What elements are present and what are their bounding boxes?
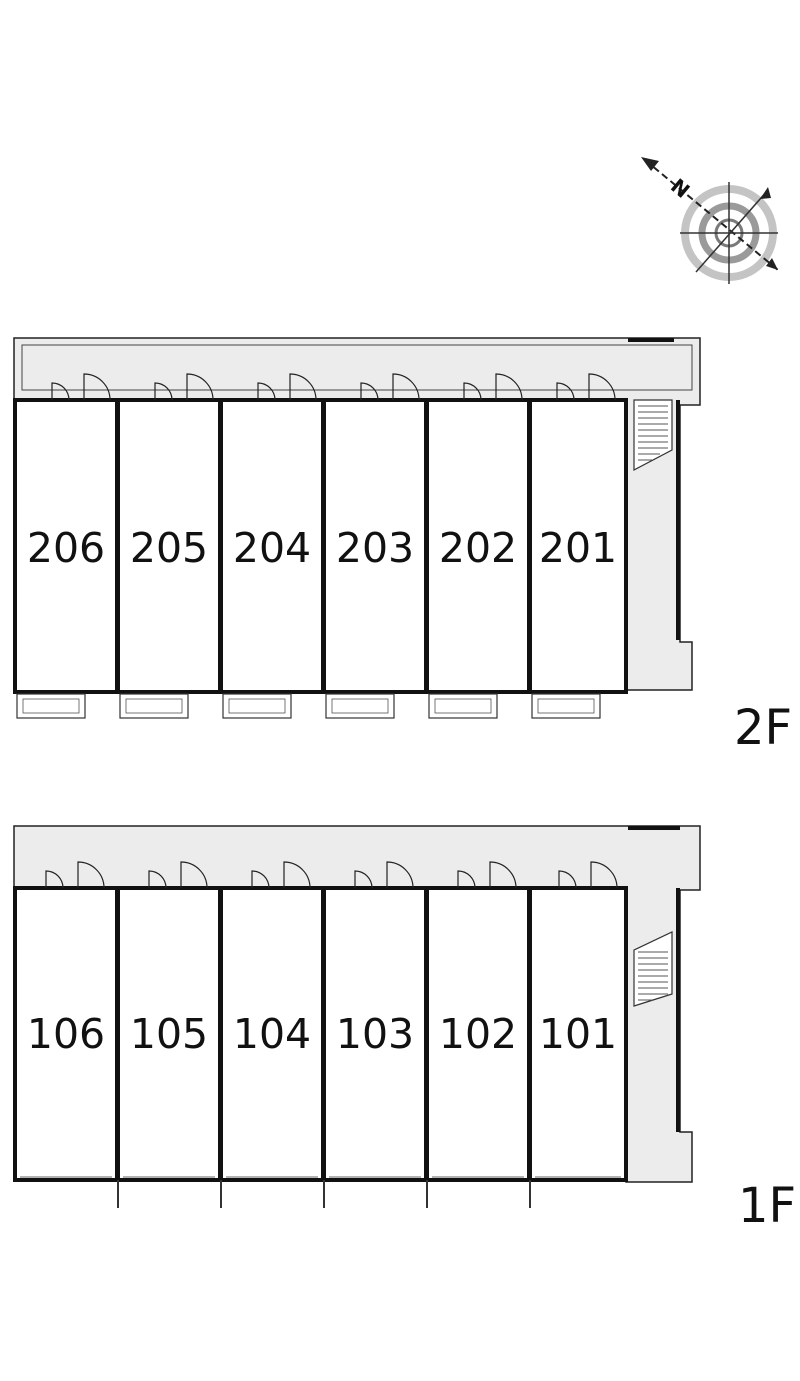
unit-103: 103 xyxy=(322,861,428,1182)
unit-201: 201 xyxy=(528,373,628,719)
room-number: 206 xyxy=(27,524,105,572)
partition-extensions xyxy=(117,1180,531,1208)
door-icon xyxy=(360,373,420,401)
door-icon xyxy=(51,373,111,401)
staircase xyxy=(633,931,673,1007)
door-icon xyxy=(457,861,517,889)
corridor-rail xyxy=(21,344,693,391)
room-number: 104 xyxy=(233,1010,311,1058)
room-number: 201 xyxy=(539,524,617,572)
room-number: 204 xyxy=(233,524,311,572)
room-number: 103 xyxy=(336,1010,414,1058)
unit-202: 202 xyxy=(425,373,531,719)
unit-105: 105 xyxy=(116,861,222,1182)
room-number: 101 xyxy=(539,1010,617,1058)
staircase xyxy=(633,399,673,471)
room-number: 105 xyxy=(130,1010,208,1058)
floor-2f-plan: 206 205 204 203 202 xyxy=(13,337,792,756)
balcony xyxy=(325,693,395,719)
door-icon xyxy=(556,373,616,401)
balcony xyxy=(222,693,292,719)
unit-102: 102 xyxy=(425,861,531,1182)
door-icon xyxy=(354,861,414,889)
floor-label-2f: 2F xyxy=(734,700,792,756)
compass-rose-icon: N xyxy=(641,157,779,284)
balcony xyxy=(16,693,86,719)
unit-106: 106 xyxy=(13,861,119,1182)
room-number: 203 xyxy=(336,524,414,572)
door-icon xyxy=(463,373,523,401)
unit-204: 204 xyxy=(219,373,325,719)
door-icon xyxy=(148,861,208,889)
room-number: 106 xyxy=(27,1010,105,1058)
unit-203: 203 xyxy=(322,373,428,719)
unit-101: 101 xyxy=(528,861,628,1182)
unit-104: 104 xyxy=(219,861,325,1182)
room-number: 205 xyxy=(130,524,208,572)
door-icon xyxy=(154,373,214,401)
floor-label-1f: 1F xyxy=(738,1178,796,1234)
room-number: 202 xyxy=(439,524,517,572)
unit-206: 206 xyxy=(13,373,119,719)
unit-205: 205 xyxy=(116,373,222,719)
room-number: 102 xyxy=(439,1010,517,1058)
door-icon xyxy=(558,861,618,889)
door-icon xyxy=(251,861,311,889)
door-icon xyxy=(257,373,317,401)
balcony xyxy=(428,693,498,719)
door-icon xyxy=(45,861,105,889)
balcony xyxy=(531,693,601,719)
balcony xyxy=(119,693,189,719)
floor-1f-plan: 106 105 104 103 102 xyxy=(13,825,796,1234)
